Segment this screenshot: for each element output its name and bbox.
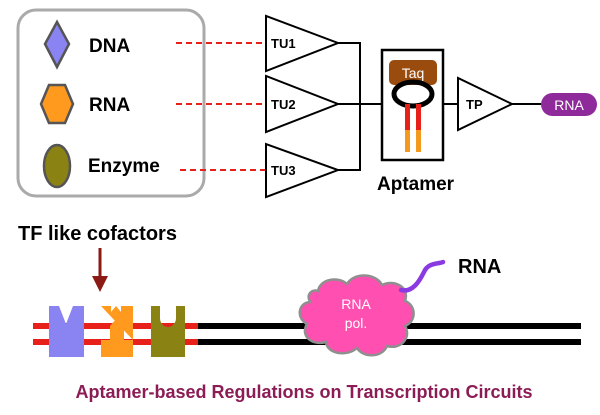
aptamer-stem-left-orange [405, 130, 410, 152]
rna-polymerase-label-line2: pol. [345, 315, 368, 331]
tu2-label: TU2 [271, 97, 296, 112]
footer-title: Aptamer-based Regulations on Transcripti… [75, 382, 532, 402]
aptamer-label: Aptamer [377, 174, 455, 195]
rna-strand-wiggle [398, 259, 446, 293]
tu1-label: TU1 [271, 36, 296, 51]
legend-rna-label: RNA [89, 95, 130, 116]
rna-polymerase-cloud [298, 274, 415, 357]
rna-hexagon-icon [39, 83, 75, 125]
legend-enzyme-label: Enzyme [88, 156, 160, 177]
output-rna-pill [541, 93, 597, 116]
tf-cofactors-label: TF like cofactors [18, 223, 177, 245]
output-rna-label: RNA [554, 97, 584, 113]
rna-binding-shape [101, 306, 133, 357]
enzyme-binding-shape [151, 306, 185, 357]
tp-label: TP [466, 97, 483, 112]
tu2-triangle [265, 74, 341, 134]
legend-dna-label: DNA [89, 36, 130, 57]
dna-diamond-icon [43, 19, 71, 70]
aptamer-stem-right-red [416, 104, 421, 130]
down-arrow-head-icon [92, 276, 108, 292]
tu3-triangle [265, 142, 341, 199]
aptamer-stem-right-orange [416, 130, 421, 152]
aptamer-loop [391, 79, 435, 109]
aptamer-stem-left-red [405, 104, 410, 130]
tu3-label: TU3 [271, 163, 296, 178]
tu1-triangle [265, 14, 341, 73]
tp-triangle [457, 76, 515, 132]
enzyme-ellipse-icon [42, 143, 72, 189]
transcript-rna-label: RNA [458, 256, 501, 278]
taq-label: Taq [402, 65, 425, 81]
rna-polymerase-label-line1: RNA [341, 296, 371, 312]
dna-binding-shape [49, 306, 84, 357]
taq-block [389, 60, 437, 85]
bracket-connector [338, 42, 382, 171]
